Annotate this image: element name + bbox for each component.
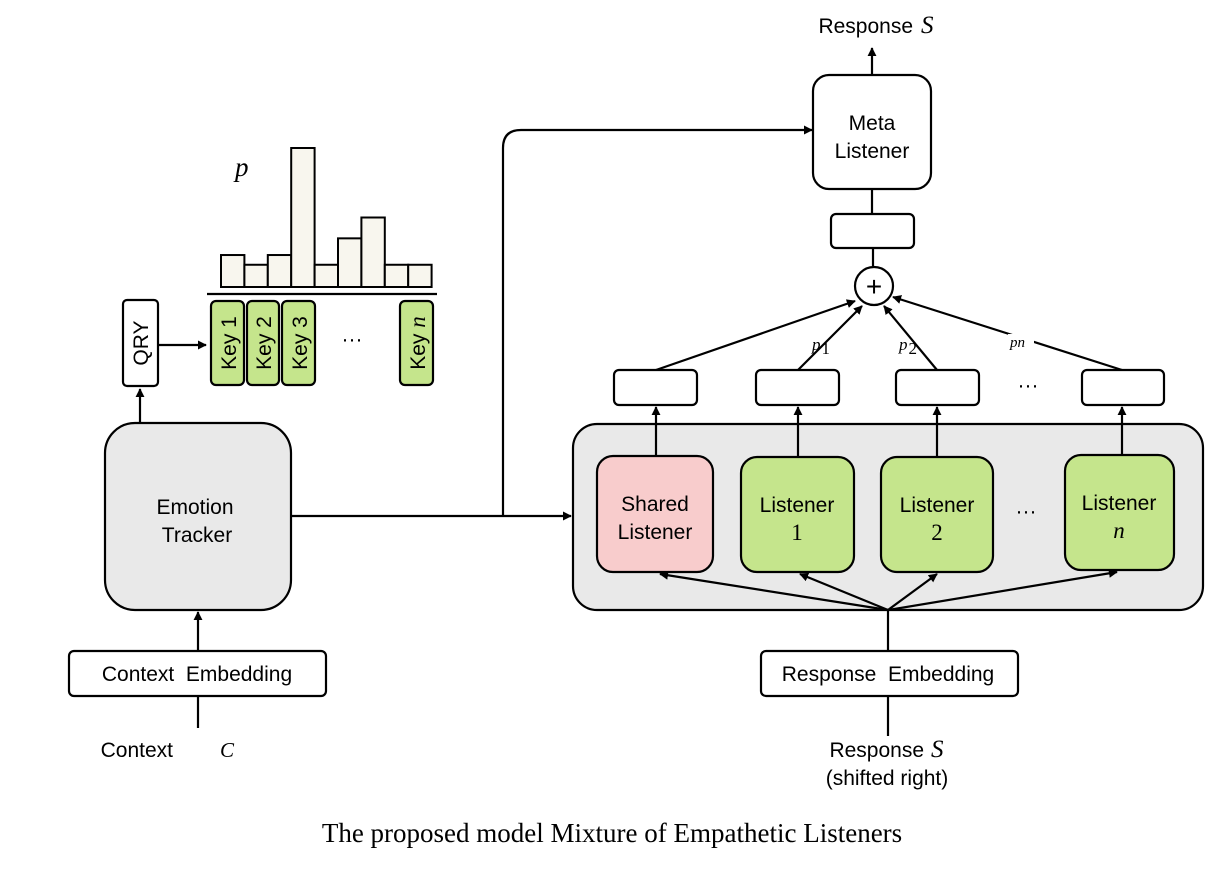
- listener-1-index: 1: [791, 520, 803, 545]
- listener-n-name: Listener: [1082, 492, 1157, 515]
- key-1: Key 1: [209, 299, 246, 387]
- listener1-state-to-sum-arrow: [797, 305, 863, 371]
- shared-listener-box: [595, 454, 715, 574]
- weight-pn-bg: [1008, 334, 1034, 350]
- listener-1-name: Listener: [760, 494, 835, 517]
- weight-p1-sub: 1: [822, 339, 831, 358]
- qry-box: [121, 298, 160, 388]
- distribution-label: p: [233, 152, 249, 182]
- key-3-label: Key 3: [289, 316, 312, 370]
- listener-n-box: [1063, 453, 1176, 572]
- key-n-text: Key: [407, 328, 430, 370]
- combined-state-box: [829, 212, 916, 250]
- key-n-box: [398, 299, 435, 387]
- listenern-state-box: [1080, 368, 1166, 407]
- response-input-var: S: [931, 736, 944, 763]
- tracker-to-meta-arrow: [501, 125, 813, 516]
- weight-p1: p1: [811, 335, 830, 358]
- meta-listener-line2: Listener: [835, 140, 910, 163]
- emotion-tracker-line1: Emotion: [156, 496, 233, 519]
- key-3: Key 3: [280, 299, 317, 387]
- listener1-state-box: [754, 368, 841, 407]
- listener-2-name: Listener: [900, 494, 975, 517]
- key-n-var: n: [405, 316, 430, 328]
- weight-pn: pn: [1009, 335, 1025, 351]
- shared-state-to-sum-arrow: [655, 299, 856, 372]
- embedding-to-shared-arrow: [659, 570, 889, 612]
- histogram-bar: [337, 237, 363, 289]
- states-ellipsis: ···: [1018, 374, 1039, 397]
- histogram-bar: [360, 216, 386, 288]
- emotion-tracker-line2: Tracker: [162, 524, 232, 547]
- listeners-ellipsis: ···: [1016, 500, 1037, 523]
- embedding-to-listener1-arrow: [799, 572, 889, 612]
- meta-listener-line1: Meta: [849, 112, 896, 135]
- keys-ellipsis: ···: [342, 328, 363, 351]
- histogram-bar: [243, 263, 269, 289]
- embedding-to-listener2-arrow: [887, 573, 938, 611]
- weight-p2: p2: [898, 335, 917, 358]
- key-2-label: Key 2: [253, 316, 276, 370]
- listener2-state-box: [894, 368, 981, 407]
- shared-listener-line1: Shared: [621, 493, 689, 516]
- weight-p2-sub: 2: [909, 339, 918, 358]
- sum-node: [853, 265, 895, 307]
- listener2-state-to-sum-arrow: [883, 305, 938, 371]
- shared-state-box: [612, 368, 699, 407]
- embedding-to-listenern-arrow: [887, 568, 1118, 612]
- context-embedding-label: Context Embedding: [102, 663, 292, 686]
- key-n-label: Key n: [405, 316, 430, 370]
- histogram-bar: [407, 263, 433, 289]
- key-2-box: [245, 299, 281, 387]
- response-output-label: Response: [818, 15, 913, 38]
- shared-listener-line2: Listener: [618, 521, 693, 544]
- response-output-var: S: [921, 12, 934, 39]
- attention-histogram: [220, 147, 433, 289]
- histogram-bar: [313, 263, 340, 289]
- histogram-bar: [266, 254, 293, 288]
- histogram-bar: [290, 147, 316, 288]
- response-embedding-label: Response Embedding: [782, 663, 994, 686]
- listener-2-box: [879, 455, 995, 574]
- context-input-label: Context: [101, 739, 174, 762]
- response-input-label: Response: [829, 739, 924, 762]
- context-input-var: C: [220, 738, 235, 762]
- listener-n-index: n: [1113, 518, 1125, 543]
- sum-symbol: +: [866, 271, 882, 302]
- figure-caption: The proposed model Mixture of Empathetic…: [321, 818, 903, 848]
- response-embedding-box: [759, 649, 1020, 698]
- histogram-bar: [383, 263, 410, 289]
- histogram-bar: [220, 254, 246, 288]
- key-2: Key 2: [245, 299, 281, 387]
- key-1-label: Key 1: [218, 316, 241, 370]
- key-3-box: [280, 299, 317, 387]
- listenern-state-to-sum-arrow: [892, 295, 1123, 372]
- listener-2-index: 2: [931, 520, 943, 545]
- key-n: Key n: [398, 299, 435, 387]
- key-1-box: [209, 299, 246, 387]
- qry-label: QRY: [130, 320, 153, 365]
- listener-1-box: [739, 455, 856, 574]
- response-input-line2: (shifted right): [826, 767, 949, 790]
